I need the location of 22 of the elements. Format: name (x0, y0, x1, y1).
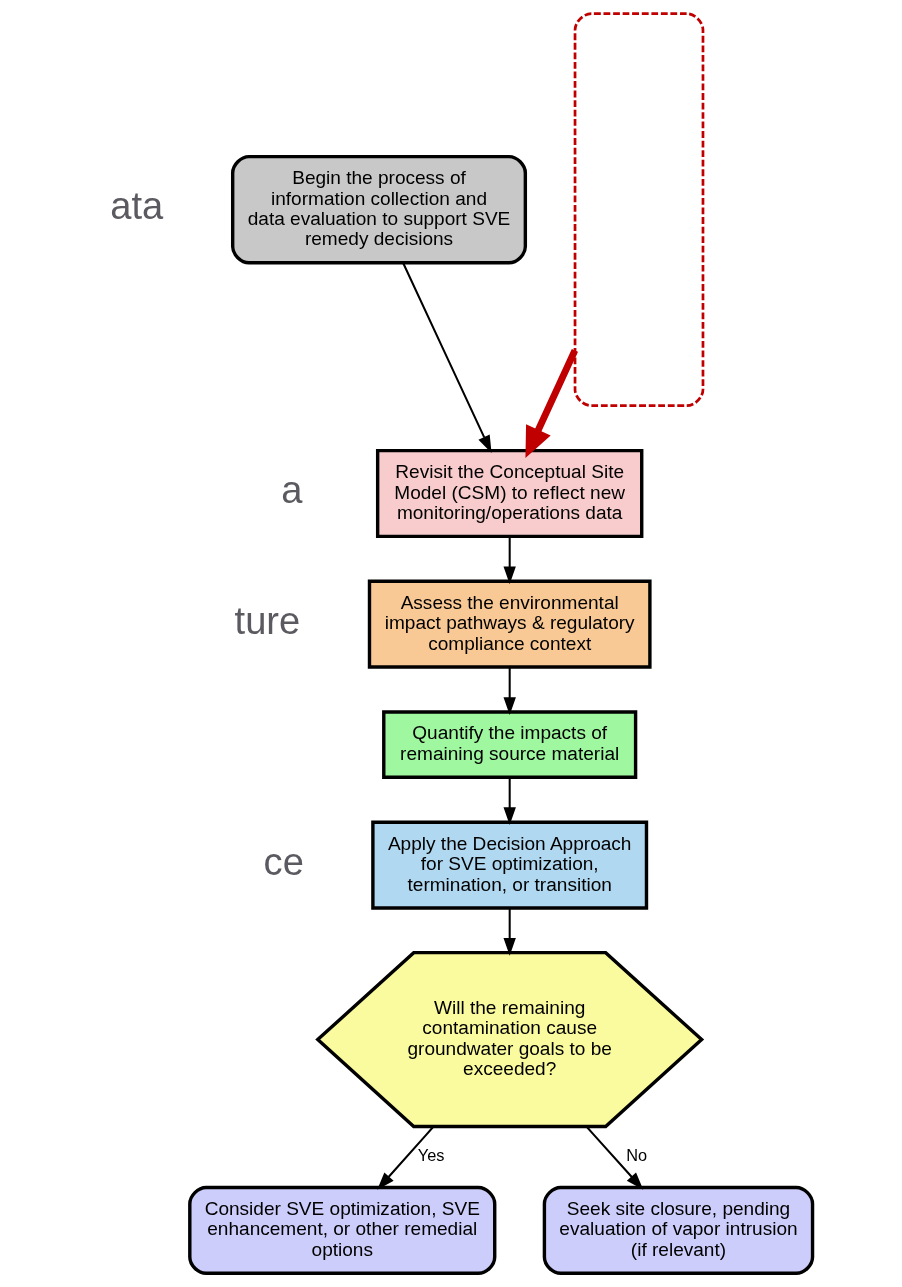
node-box: Seek site closure, pending evaluation of vapor intrusion (if relevant) (542, 1185, 814, 1275)
arrow (503, 536, 516, 585)
label: ce (263, 840, 304, 883)
arrow (376, 1126, 434, 1190)
label: a (280, 468, 302, 511)
node-box: Quantify the impacts of remaining source material (381, 710, 637, 780)
edge-label: No (625, 1146, 647, 1165)
node-box (573, 12, 704, 408)
label: ture (234, 599, 300, 642)
label: ata (109, 185, 163, 228)
arrow (585, 1126, 643, 1190)
arrow (503, 908, 516, 956)
node-box: Revisit the Conceptual Site Model (CSM) to reflect new monitoring/operations data (375, 448, 643, 539)
arrow (503, 667, 516, 716)
node-box: Consider SVE optimization, SVE enhancement, or other remedial options (187, 1185, 496, 1275)
arrow (503, 777, 516, 825)
edge-label: Yes (417, 1146, 445, 1165)
arrow (524, 348, 578, 458)
node-box: Begin the process of information collection and data evaluation to support SVE remedy decisions (230, 154, 527, 265)
arrow (401, 262, 492, 454)
node-box: Apply the Decision Approach for SVE optimization, termination, or transition (370, 820, 648, 910)
node-box: Assess the environmental impact pathways & regulatory compliance context (367, 579, 652, 669)
